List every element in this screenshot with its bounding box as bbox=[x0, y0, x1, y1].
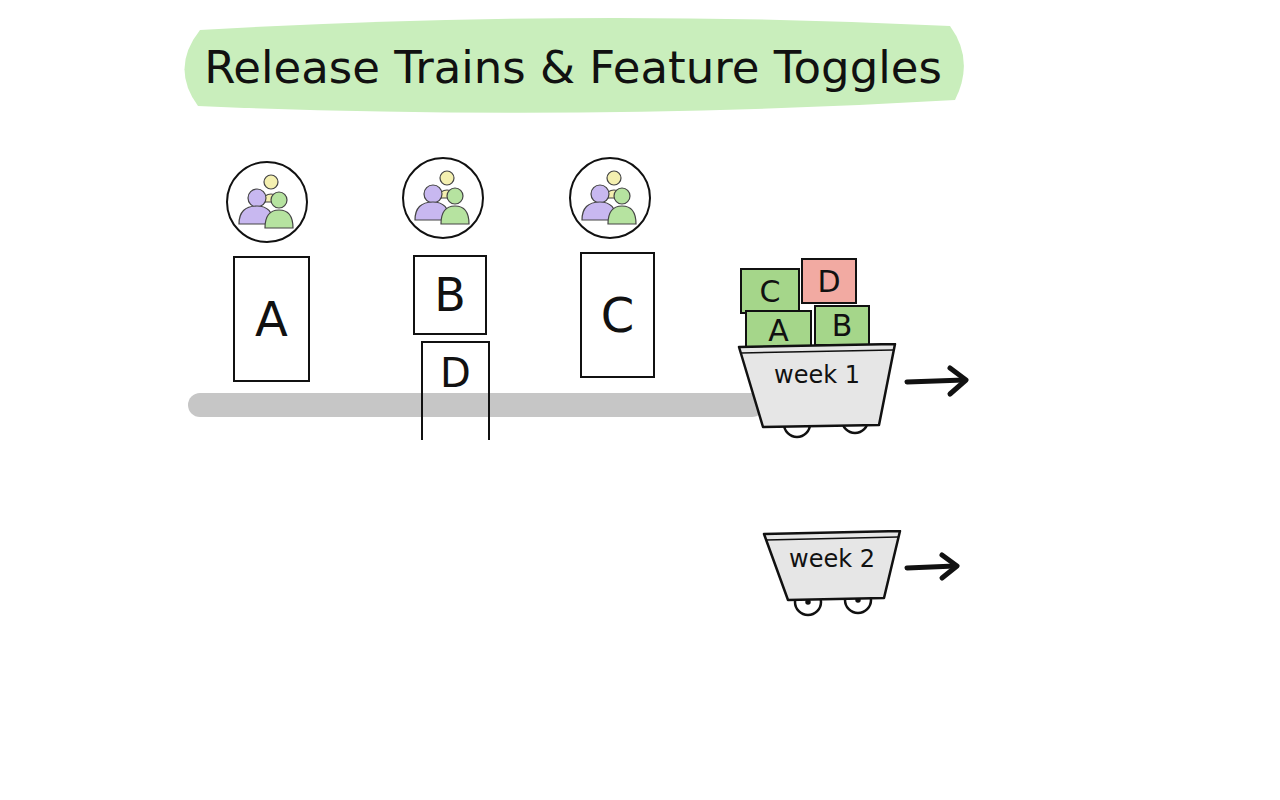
feature-box: A bbox=[233, 256, 310, 382]
feature-letter: D bbox=[817, 265, 840, 298]
title-blob bbox=[184, 18, 963, 113]
team-icon bbox=[570, 158, 650, 238]
team-icon bbox=[403, 158, 483, 238]
feature-box: D bbox=[421, 341, 490, 440]
track bbox=[200, 393, 752, 417]
feature-box: C bbox=[580, 252, 655, 378]
feature-block: D bbox=[801, 258, 857, 304]
feature-letter: A bbox=[768, 314, 789, 347]
cart-label: week 1 bbox=[774, 362, 860, 388]
feature-block: B bbox=[814, 305, 870, 346]
feature-box: B bbox=[413, 255, 487, 335]
motion-arrow bbox=[907, 368, 966, 578]
team-icon bbox=[227, 162, 307, 242]
title: Release Trains & Feature Toggles bbox=[204, 41, 942, 94]
feature-letter: C bbox=[760, 275, 781, 308]
cart-label: week 2 bbox=[789, 546, 875, 572]
feature-letter: B bbox=[434, 270, 466, 321]
feature-letter: B bbox=[832, 309, 853, 342]
feature-block: C bbox=[740, 268, 800, 314]
release-cart: week 2 bbox=[762, 530, 902, 602]
title-area: Release Trains & Feature Toggles bbox=[178, 20, 968, 115]
feature-letter: A bbox=[255, 293, 288, 346]
release-cart: week 1 bbox=[737, 343, 897, 429]
feature-letter: D bbox=[440, 351, 471, 395]
feature-letter: C bbox=[601, 289, 635, 342]
